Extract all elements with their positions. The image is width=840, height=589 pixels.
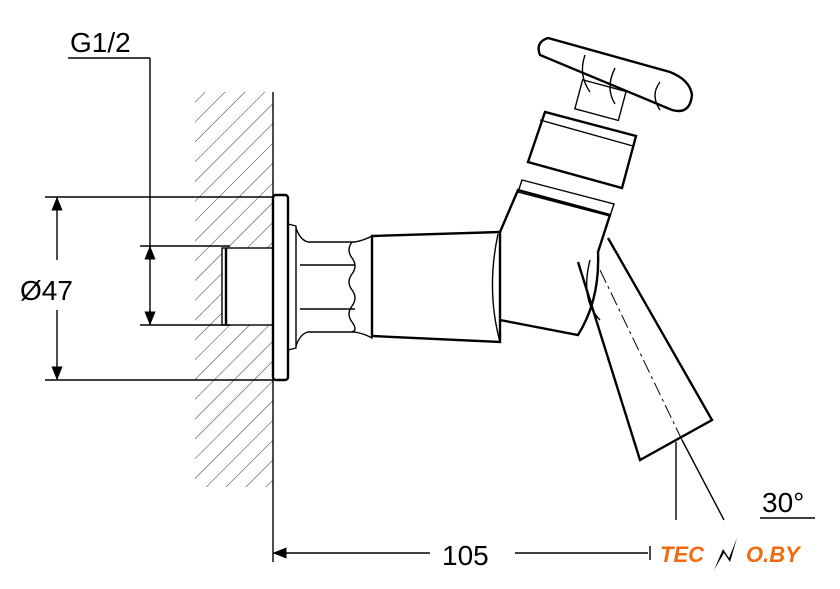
angle-label: 30° [762,487,804,518]
handle [537,36,694,113]
thread-label: G1/2 [70,27,131,58]
diameter-dimension: Ø47 [20,196,273,381]
valve-body-horizontal [370,230,502,344]
length-dimension: 105 [272,540,651,571]
spout [576,237,714,462]
valve-body-tilted [498,78,638,337]
wall-flange [271,193,373,382]
length-label: 105 [442,540,489,571]
diameter-label: Ø47 [20,275,73,306]
angle-dimension: 30° [675,439,815,521]
wall-section [195,92,274,562]
logo-bolt-icon [714,538,737,570]
thread-dimension: G1/2 [68,27,230,326]
